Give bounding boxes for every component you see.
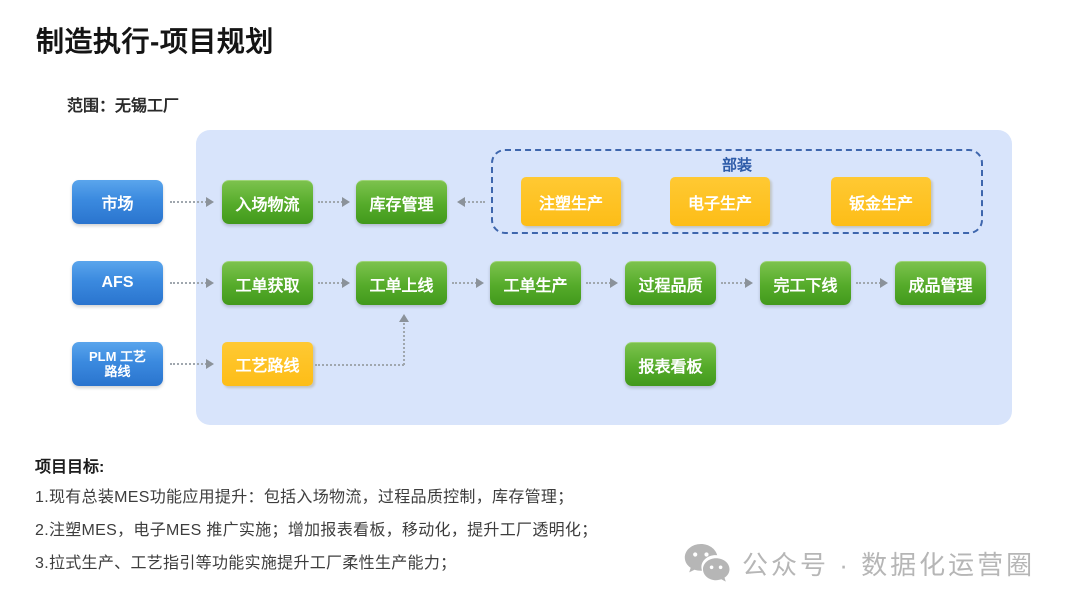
subassembly-label: 部装 — [721, 157, 752, 174]
node-order-fetch: 工单获取 — [222, 261, 313, 305]
arrow-orderfetch-to-orderonline — [318, 278, 350, 288]
arrow-routing-elbow-horizontal — [315, 364, 404, 366]
node-process-routing: 工艺路线 — [222, 342, 313, 386]
wechat-icon — [684, 544, 730, 582]
node-electronics-production: 电子生产 — [670, 177, 770, 226]
arrow-orderonline-to-orderprod — [452, 278, 484, 288]
arrow-orderprod-to-quality — [586, 278, 618, 288]
arrow-afs-to-orderfetch — [170, 278, 214, 288]
node-sheet-metal-production: 钣金生产 — [831, 177, 931, 226]
node-report-board: 报表看板 — [625, 342, 716, 386]
node-finished-goods: 成品管理 — [895, 261, 986, 305]
scope-label: 范围：无锡工厂 — [67, 98, 180, 115]
arrow-market-to-inbound — [170, 197, 214, 207]
arrow-inbound-to-inventory — [318, 197, 350, 207]
goal-item-1: 1.现有总装MES功能应用提升：包括入场物流，过程品质控制，库存管理； — [35, 489, 574, 506]
node-order-production: 工单生产 — [490, 261, 581, 305]
node-inbound-logistics: 入场物流 — [222, 180, 313, 224]
arrow-routing-to-orderonline — [399, 314, 409, 365]
arrow-quality-to-offline — [721, 278, 753, 288]
node-plm-routing: PLM 工艺 路线 — [72, 342, 163, 386]
arrow-offline-to-finished — [856, 278, 888, 288]
node-finish-offline: 完工下线 — [760, 261, 851, 305]
node-inventory-management: 库存管理 — [356, 180, 447, 224]
arrow-plm-to-routing — [170, 359, 214, 369]
watermark-text: 公众号 · 数据化运营圈 — [742, 549, 1036, 580]
node-afs: AFS — [72, 261, 163, 305]
watermark: 公众号 · 数据化运营圈 — [684, 543, 1035, 583]
page-title: 制造执行-项目规划 — [36, 26, 274, 57]
goal-item-3: 3.拉式生产、工艺指引等功能实施提升工厂柔性生产能力； — [35, 555, 457, 572]
subassembly-group: 部装 — [491, 149, 983, 234]
arrow-subassembly-to-inventory — [457, 197, 485, 207]
node-market: 市场 — [72, 180, 163, 224]
goals-heading: 项目目标: — [35, 459, 105, 476]
node-injection-production: 注塑生产 — [521, 177, 621, 226]
node-process-quality: 过程品质 — [625, 261, 716, 305]
node-order-online: 工单上线 — [356, 261, 447, 305]
project-goals: 项目目标: 1.现有总装MES功能应用提升：包括入场物流，过程品质控制，库存管理… — [35, 453, 598, 582]
goal-item-2: 2.注塑MES，电子MES 推广实施；增加报表看板，移动化，提升工厂透明化； — [35, 522, 598, 539]
